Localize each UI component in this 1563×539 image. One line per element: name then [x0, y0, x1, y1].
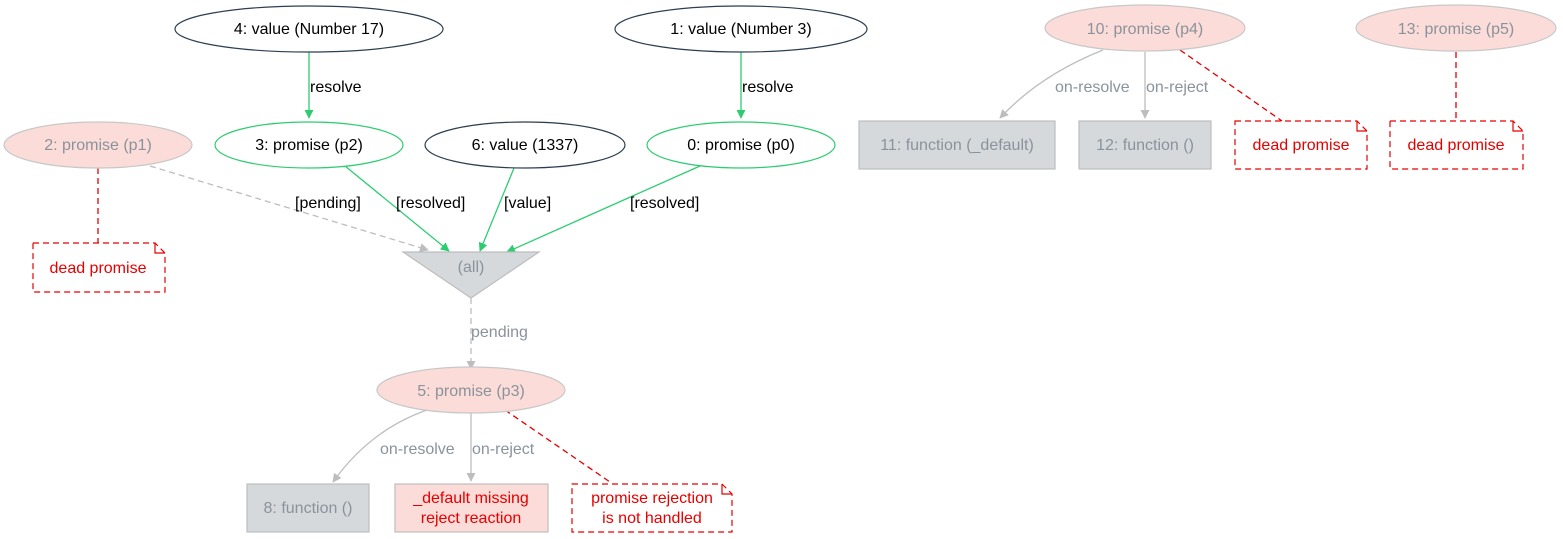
note-dead-promise-p1: dead promise [32, 242, 166, 293]
label-resolved-p0: [resolved] [630, 195, 699, 212]
node-function-8-label: 8: function () [264, 500, 353, 517]
node-promise-p5: 13: promise (p5) [1355, 4, 1557, 52]
node-missing-reject-reaction-line1: _default missing [412, 490, 529, 507]
label-pending-all: pending [471, 324, 528, 341]
edge-on-resolve-p4-to-fn11 [999, 49, 1104, 119]
label-on-reject-p3: on-reject [472, 441, 535, 458]
node-promise-p1-label: 2: promise (p1) [44, 137, 152, 154]
label-resolve-right: resolve [742, 79, 794, 96]
node-value-number-3: 1: value (Number 3) [614, 5, 868, 53]
node-promise-p0-label: 0: promise (p0) [687, 137, 795, 154]
edges [97, 49, 1457, 483]
node-promise-p2: 3: promise (p2) [214, 121, 404, 169]
node-value-number-17: 4: value (Number 17) [174, 5, 444, 53]
note-dead-promise-p5: dead promise [1389, 120, 1524, 170]
node-promise-p4: 10: promise (p4) [1044, 4, 1246, 52]
node-promise-p3-label: 5: promise (p3) [417, 383, 525, 400]
label-on-reject-p4: on-reject [1146, 79, 1209, 96]
node-promise-p1: 2: promise (p1) [3, 121, 193, 169]
edge-resolved-p0-to-all [506, 165, 701, 253]
node-value-1337-label: 6: value (1337) [472, 137, 579, 154]
edge-pending-p1-to-all [149, 165, 429, 252]
node-function-12-label: 12: function () [1096, 137, 1194, 154]
node-function-8: 8: function () [246, 483, 370, 533]
edge-on-resolve-p3-to-fn8 [332, 409, 428, 483]
label-resolved-p2: [resolved] [396, 195, 465, 212]
node-all-combinator-label: (all) [458, 259, 485, 276]
node-missing-reject-reaction: _default missing reject reaction [394, 483, 549, 533]
label-on-resolve-p4: on-resolve [1055, 79, 1130, 96]
edge-value-1337-to-all [478, 167, 515, 252]
note-dead-promise-p4: dead promise [1234, 120, 1368, 170]
edge-p3-to-rejection-note [504, 409, 611, 483]
note-dead-promise-p1-label: dead promise [50, 260, 147, 277]
node-value-number-17-label: 4: value (Number 17) [234, 21, 384, 38]
node-promise-p0: 0: promise (p0) [646, 121, 836, 169]
note-rejection-not-handled-line2: is not handled [602, 510, 702, 527]
edge-p4-to-dead-note [1179, 49, 1283, 122]
node-missing-reject-reaction-line2: reject reaction [421, 510, 522, 527]
label-value-1337: [value] [504, 195, 551, 212]
note-dead-promise-p4-label: dead promise [1253, 137, 1350, 154]
label-on-resolve-p3: on-resolve [380, 441, 455, 458]
node-promise-p2-label: 3: promise (p2) [255, 137, 363, 154]
node-all-combinator: (all) [401, 251, 541, 299]
note-dead-promise-p5-label: dead promise [1408, 137, 1505, 154]
node-value-number-3-label: 1: value (Number 3) [670, 21, 811, 38]
node-value-1337: 6: value (1337) [424, 121, 626, 169]
edge-resolved-p2-to-all [344, 165, 450, 252]
node-function-12: 12: function () [1078, 120, 1212, 170]
label-resolve-left: resolve [310, 79, 362, 96]
label-pending-p1: [pending] [295, 195, 361, 212]
node-promise-p4-label: 10: promise (p4) [1087, 21, 1204, 38]
edge-labels: resolve resolve [pending] [resolved] [va… [295, 79, 1209, 458]
node-promise-p3: 5: promise (p3) [376, 366, 566, 414]
node-function-default: 11: function (_default) [858, 120, 1056, 170]
node-function-default-label: 11: function (_default) [880, 137, 1034, 154]
node-promise-p5-label: 13: promise (p5) [1398, 21, 1515, 38]
nodes: 4: value (Number 17) 1: value (Number 3)… [3, 4, 1557, 533]
note-rejection-not-handled-line1: promise rejection [591, 490, 713, 507]
note-rejection-not-handled: promise rejection is not handled [571, 483, 733, 533]
